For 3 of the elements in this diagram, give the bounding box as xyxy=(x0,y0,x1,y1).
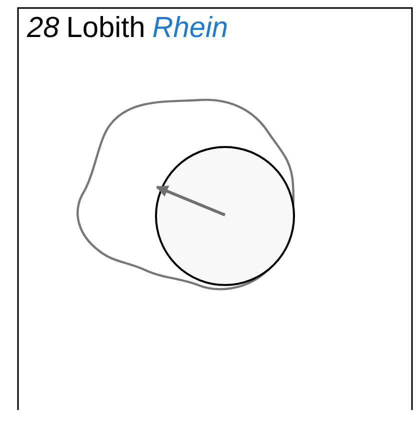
river-name: Rhein xyxy=(152,12,228,44)
station-number: 28 xyxy=(27,12,60,44)
station-name: Lobith xyxy=(66,12,146,44)
